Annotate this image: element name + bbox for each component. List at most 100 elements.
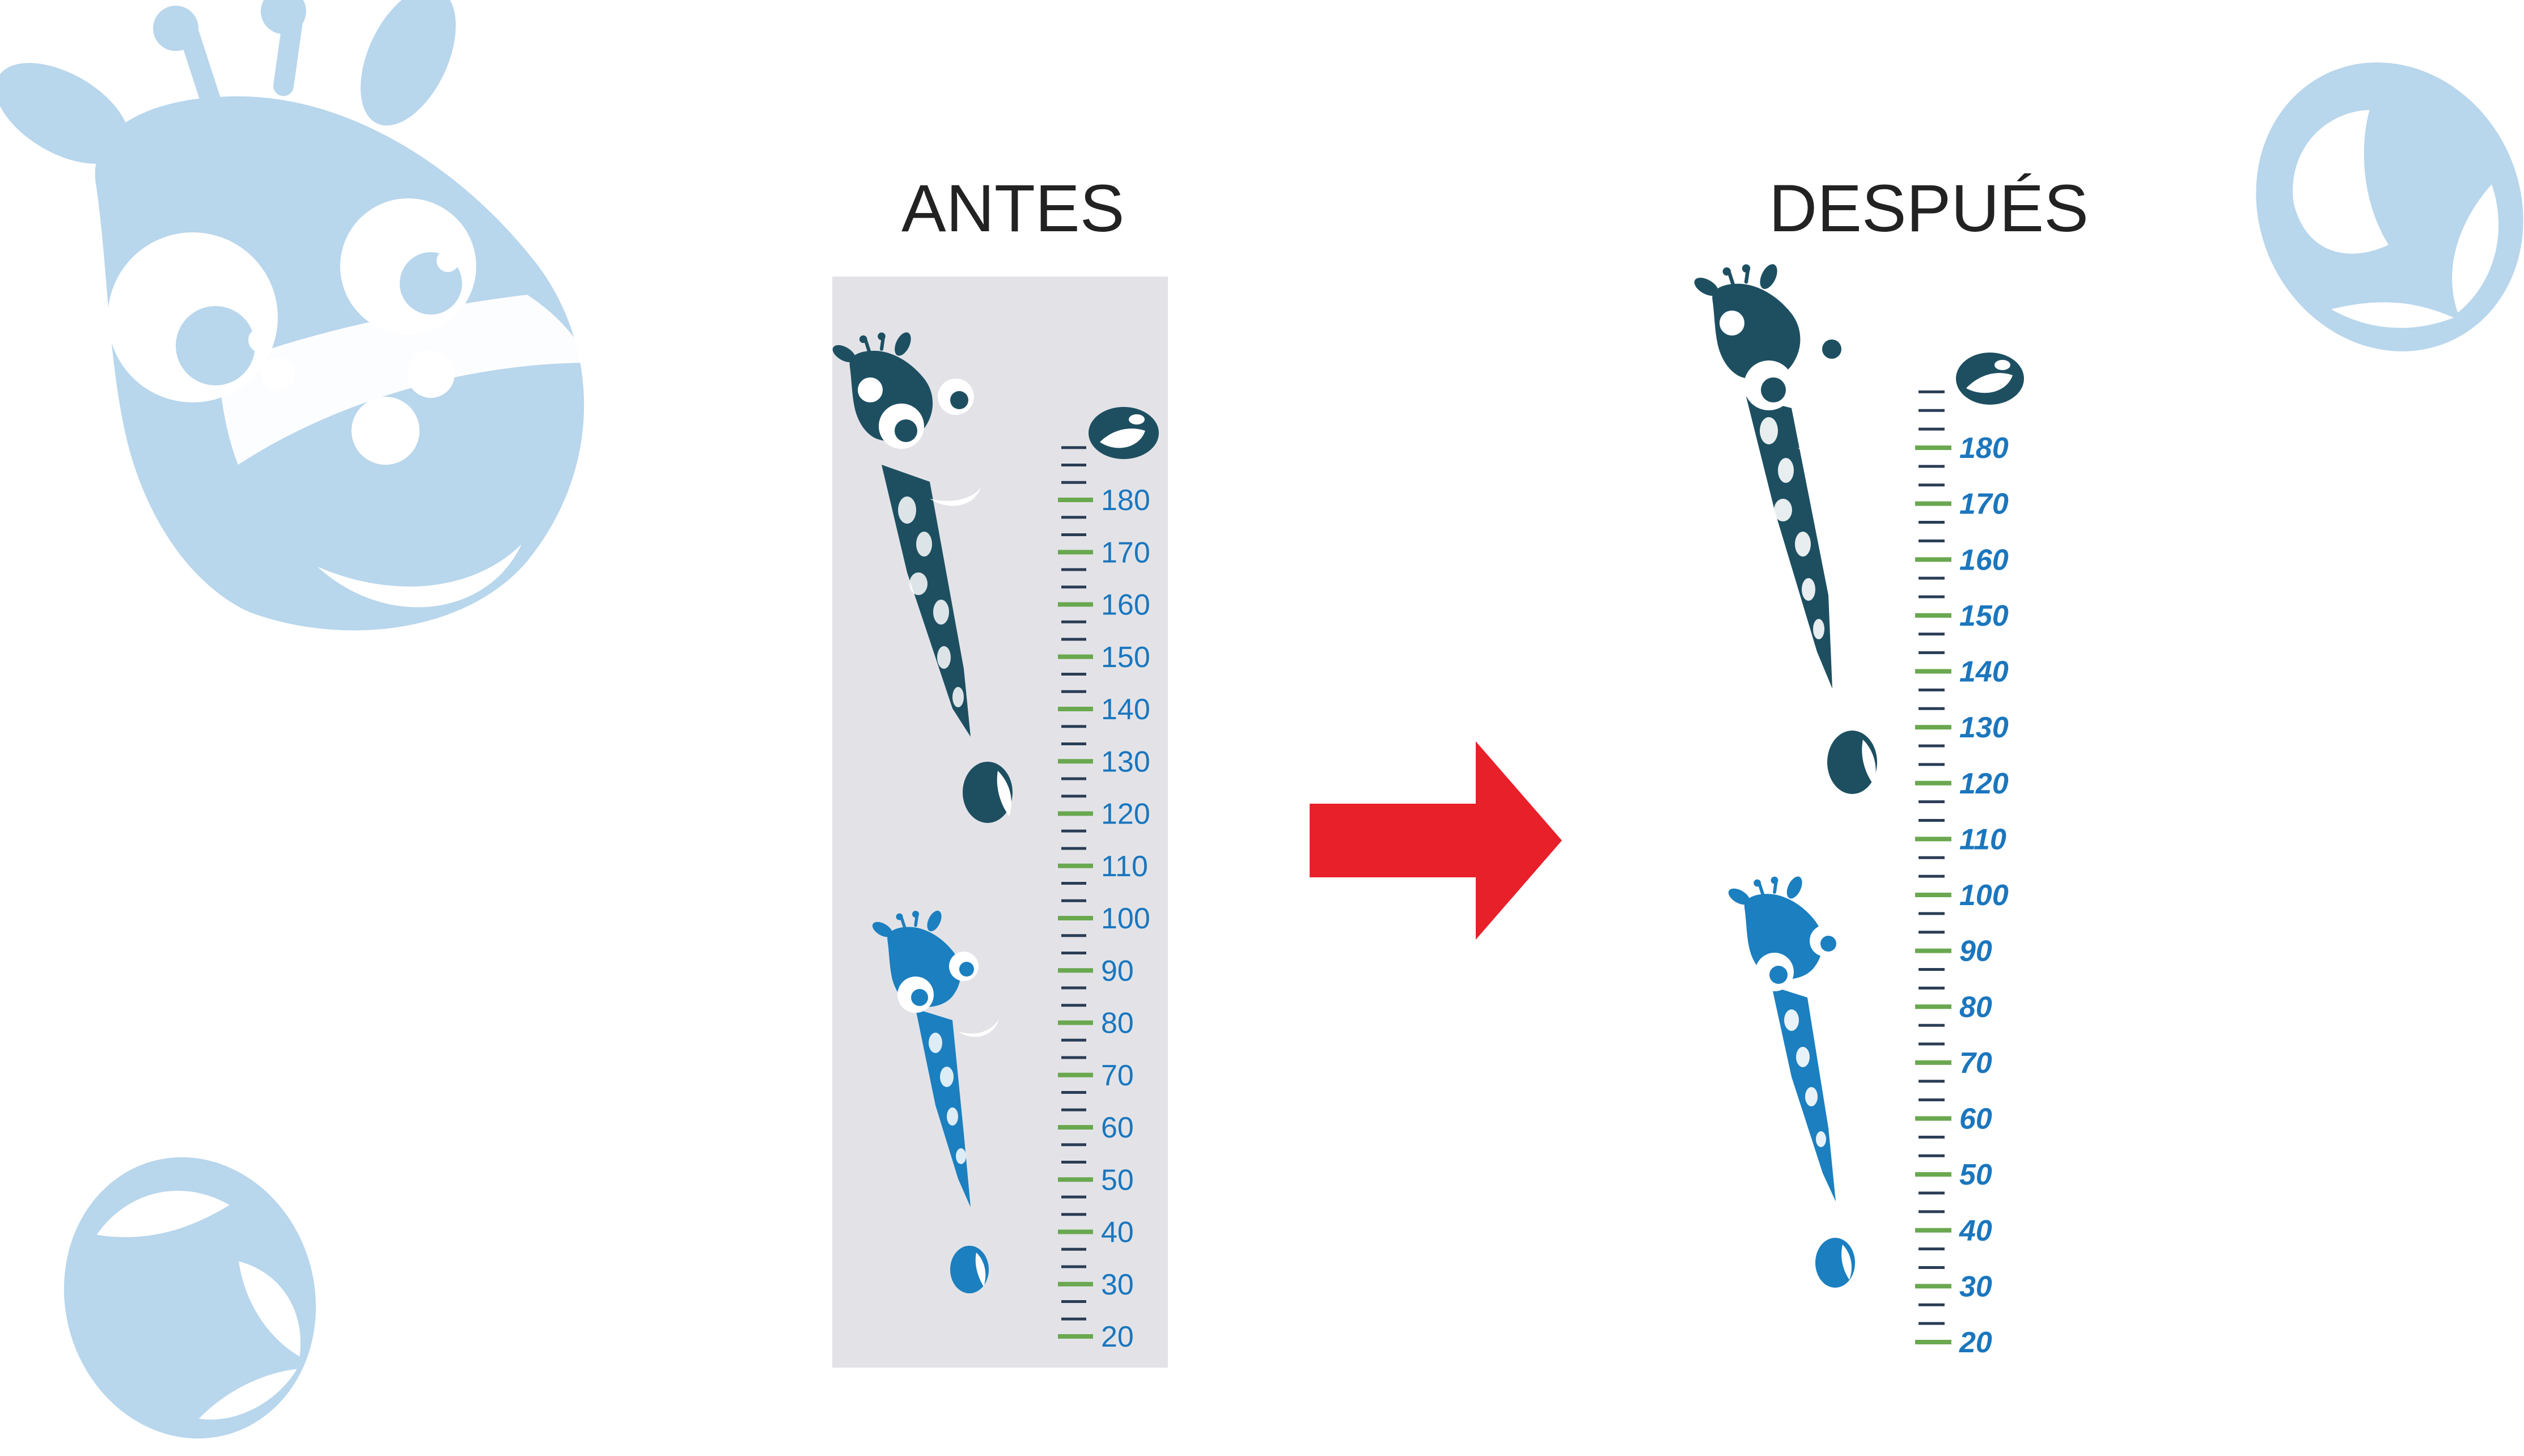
ruler-label: 110 bbox=[1959, 823, 2006, 856]
ruler-minor-tick bbox=[1919, 856, 1945, 859]
ruler-minor-tick bbox=[1919, 1135, 1945, 1139]
ruler-minor-tick bbox=[1061, 1265, 1086, 1268]
ruler-major-tick bbox=[1915, 1116, 1951, 1121]
ruler-label: 150 bbox=[1959, 600, 2009, 633]
ruler-minor-tick bbox=[1919, 633, 1945, 636]
ruler-minor-tick bbox=[1061, 795, 1086, 798]
ruler-minor-tick bbox=[1919, 483, 1945, 487]
ruler-label: 60 bbox=[1959, 1103, 1992, 1136]
ruler-minor-tick bbox=[1919, 651, 1945, 655]
ruler-label: 20 bbox=[1959, 1326, 1992, 1359]
before-dark-giraffe-icon bbox=[829, 329, 981, 737]
ruler-label: 50 bbox=[1101, 1164, 1134, 1196]
ruler-minor-tick bbox=[1919, 1191, 1945, 1195]
ruler-minor-tick bbox=[1061, 725, 1086, 728]
decor-spot-top-right-icon bbox=[2256, 62, 2523, 351]
ruler-label: 140 bbox=[1101, 693, 1150, 726]
ruler-major-tick bbox=[1915, 893, 1951, 897]
ruler-label: 40 bbox=[1959, 1215, 1992, 1247]
ruler-minor-tick bbox=[1919, 1210, 1945, 1213]
ruler-minor-tick bbox=[1919, 800, 1945, 804]
ruler-label: 70 bbox=[1101, 1059, 1134, 1092]
before-spot-dark-mid-icon bbox=[963, 762, 1013, 823]
before-photo-panel: 1801701601501401301201101009080706050403… bbox=[829, 277, 1168, 1368]
ruler-minor-tick bbox=[1061, 673, 1086, 676]
ruler-label: 130 bbox=[1101, 745, 1150, 778]
antes-heading: ANTES bbox=[901, 171, 1125, 246]
ruler-major-tick bbox=[1058, 550, 1093, 555]
ruler-minor-tick bbox=[1919, 539, 1945, 542]
after-height-ruler: 1801701601501401301201101009080706050403… bbox=[1915, 390, 2009, 1359]
ruler-minor-tick bbox=[1919, 763, 1945, 766]
ruler-major-tick bbox=[1058, 1072, 1093, 1077]
decor-spot-bottom-left-icon bbox=[63, 1157, 316, 1439]
ruler-major-tick bbox=[1915, 445, 1951, 450]
ruler-minor-tick bbox=[1061, 829, 1086, 833]
ruler-minor-tick bbox=[1061, 1108, 1086, 1111]
ruler-minor-tick bbox=[1061, 1247, 1086, 1251]
ruler-minor-tick bbox=[1061, 1317, 1086, 1321]
ruler-major-tick bbox=[1058, 759, 1093, 764]
ruler-label: 180 bbox=[1959, 432, 2009, 465]
ruler-label: 140 bbox=[1959, 656, 2009, 689]
ruler-label: 60 bbox=[1101, 1111, 1134, 1144]
ruler-minor-tick bbox=[1061, 446, 1086, 449]
ruler-major-tick bbox=[1058, 1125, 1093, 1130]
before-spot-blue-icon bbox=[950, 1246, 989, 1293]
ruler-label: 90 bbox=[1101, 954, 1134, 987]
ruler-major-tick bbox=[1058, 602, 1093, 607]
ruler-minor-tick bbox=[1919, 1098, 1945, 1102]
ruler-minor-tick bbox=[1061, 899, 1086, 902]
ruler-major-tick bbox=[1915, 613, 1951, 618]
ruler-major-tick bbox=[1915, 557, 1951, 562]
ruler-label: 120 bbox=[1959, 767, 2009, 800]
ruler-major-tick bbox=[1058, 654, 1093, 659]
ruler-label: 160 bbox=[1101, 589, 1150, 622]
ruler-minor-tick bbox=[1919, 912, 1945, 915]
ruler-minor-tick bbox=[1061, 638, 1086, 641]
ruler-minor-tick bbox=[1919, 1080, 1945, 1083]
ruler-major-tick bbox=[1058, 1334, 1093, 1339]
ruler-minor-tick bbox=[1061, 952, 1086, 954]
ruler-minor-tick bbox=[1061, 533, 1086, 536]
ruler-minor-tick bbox=[1919, 521, 1945, 524]
ruler-minor-tick bbox=[1919, 1266, 1945, 1269]
ruler-minor-tick bbox=[1919, 968, 1945, 971]
ruler-minor-tick bbox=[1919, 1024, 1945, 1027]
ruler-minor-tick bbox=[1061, 777, 1086, 780]
ruler-minor-tick bbox=[1919, 1303, 1945, 1306]
ruler-label: 170 bbox=[1959, 488, 2009, 521]
ruler-minor-tick bbox=[1919, 409, 1945, 412]
ruler-major-tick bbox=[1915, 1004, 1951, 1009]
ruler-major-tick bbox=[1915, 780, 1951, 786]
after-spot-blue-icon bbox=[1815, 1238, 1855, 1288]
ruler-label: 20 bbox=[1101, 1321, 1134, 1353]
ruler-major-tick bbox=[1915, 501, 1951, 506]
ruler-minor-tick bbox=[1061, 847, 1086, 850]
ruler-major-tick bbox=[1058, 863, 1093, 868]
before-height-ruler: 1801701601501401301201101009080706050403… bbox=[1058, 446, 1150, 1353]
ruler-label: 50 bbox=[1959, 1158, 1992, 1191]
ruler-major-tick bbox=[1915, 725, 1951, 730]
before-spot-dark-top-icon bbox=[1089, 407, 1159, 459]
ruler-label: 90 bbox=[1959, 935, 1992, 968]
ruler-major-tick bbox=[1915, 669, 1951, 674]
ruler-minor-tick bbox=[1919, 688, 1945, 691]
ruler-minor-tick bbox=[1061, 1195, 1086, 1199]
ruler-minor-tick bbox=[1919, 744, 1945, 748]
ruler-label: 30 bbox=[1959, 1270, 1992, 1303]
despues-heading: DESPUÉS bbox=[1769, 171, 2089, 246]
ruler-label: 80 bbox=[1101, 1007, 1134, 1040]
ruler-minor-tick bbox=[1919, 1154, 1945, 1157]
ruler-minor-tick bbox=[1919, 1042, 1945, 1046]
ruler-label: 100 bbox=[1959, 879, 2009, 912]
ruler-label: 40 bbox=[1101, 1216, 1134, 1249]
ruler-major-tick bbox=[1058, 916, 1093, 920]
ruler-minor-tick bbox=[1061, 585, 1086, 589]
ruler-minor-tick bbox=[1061, 1161, 1086, 1164]
after-spot-dark-top-icon bbox=[1956, 353, 2024, 405]
ruler-minor-tick bbox=[1919, 931, 1945, 934]
ruler-minor-tick bbox=[1061, 1300, 1086, 1303]
after-spot-dark-mid-icon bbox=[1827, 731, 1877, 794]
ruler-minor-tick bbox=[1061, 986, 1086, 990]
